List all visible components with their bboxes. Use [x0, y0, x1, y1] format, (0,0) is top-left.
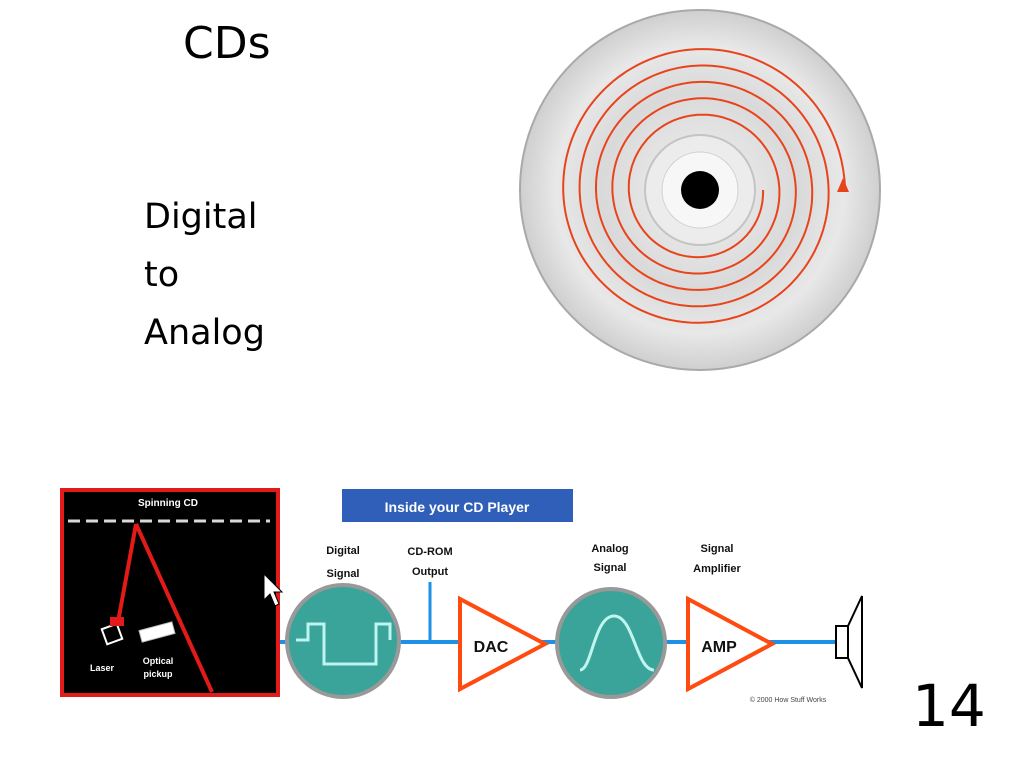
speaker-cone [847, 595, 863, 689]
optical-pickup-label-1: Optical [143, 656, 174, 666]
analog-wave [579, 614, 655, 672]
subtitle-line-1: Digital [144, 197, 258, 237]
laser-beam-incoming [116, 523, 138, 623]
subtitle-line-3: Analog [144, 313, 265, 353]
pointer-cursor-icon [263, 572, 284, 607]
analog-signal-circle [555, 587, 667, 699]
laser-icon [100, 622, 124, 646]
digital-signal-label-2: Signal [326, 568, 359, 580]
slide-title: CDs [183, 18, 271, 69]
cd-center-hole [681, 171, 719, 209]
digital-signal-label-1: Digital [326, 545, 360, 557]
digital-signal-circle [285, 583, 401, 699]
spinning-cd-label: Spinning CD [138, 498, 198, 509]
laser-beam-reflected [134, 523, 214, 693]
analog-signal-label-2: Signal [593, 562, 626, 574]
page-number: 14 [912, 672, 986, 740]
copyright-text: © 2000 How Stuff Works [750, 696, 827, 704]
analog-signal-label-1: Analog [591, 543, 628, 555]
spinning-cd-panel [60, 488, 280, 697]
subtitle-line-2: to [144, 255, 180, 295]
diagram-banner [342, 489, 573, 522]
amplifier-label-2: Amplifier [693, 563, 741, 575]
cdrom-label-2: Output [412, 566, 448, 578]
amp-triangle [686, 595, 777, 693]
dac-triangle [458, 595, 550, 693]
amplifier-label-1: Signal [700, 543, 733, 555]
digital-square-wave [296, 622, 392, 666]
spiral-arrowhead [837, 178, 849, 192]
laser-tip [110, 617, 124, 626]
subtitle: Digital to Analog [144, 188, 265, 362]
cd-data-spiral [562, 48, 846, 324]
dac-label: DAC [474, 639, 509, 656]
speaker-body [835, 625, 849, 659]
optical-pickup-icon [138, 621, 176, 643]
diagram-banner-text: Inside your CD Player [385, 499, 530, 515]
laser-label: Laser [90, 663, 115, 673]
amp-label: AMP [701, 639, 737, 656]
optical-pickup-label-2: pickup [143, 669, 173, 679]
cdrom-label-1: CD-ROM [407, 546, 452, 558]
